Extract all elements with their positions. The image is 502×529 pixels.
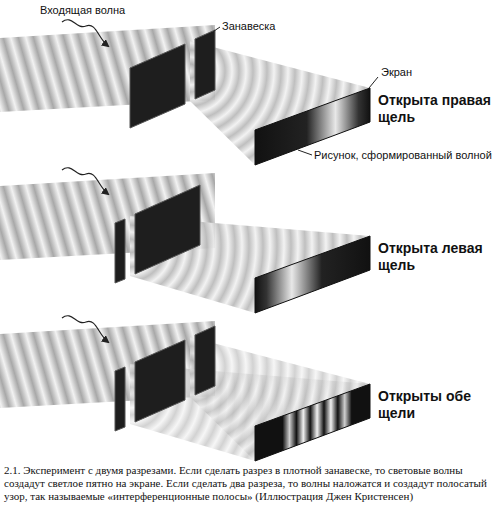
curtain-block bbox=[195, 30, 215, 99]
curtain-block bbox=[135, 340, 185, 422]
curtain-block bbox=[115, 219, 125, 283]
leader-line bbox=[214, 27, 220, 31]
light-cone bbox=[190, 41, 370, 165]
light-cone bbox=[190, 337, 370, 461]
leader-line bbox=[369, 77, 378, 88]
figure-caption: 2.1. Эксперимент с двумя разрезами. Если… bbox=[4, 464, 498, 503]
curtain-block bbox=[135, 185, 200, 274]
screen-label: Экран bbox=[381, 66, 412, 79]
leader-line bbox=[298, 150, 312, 155]
screen-fringes bbox=[255, 384, 370, 461]
wave-arrow bbox=[62, 168, 108, 194]
curtain-block bbox=[195, 326, 215, 395]
screen bbox=[255, 236, 370, 313]
wave-arrow bbox=[62, 316, 108, 342]
wave-label: Входящая волна bbox=[40, 4, 125, 17]
panel-title: Открыта левая щель bbox=[378, 240, 498, 274]
panel-title: Открыты обе щели bbox=[378, 388, 498, 422]
panel-right-slit bbox=[0, 20, 378, 165]
curtain-block bbox=[130, 44, 185, 128]
pattern-label: Рисунок, сформированный волной bbox=[314, 149, 498, 162]
wave-arrow bbox=[62, 20, 108, 46]
panel-title: Открыта правая щель bbox=[378, 92, 498, 126]
panel-both-slits bbox=[0, 316, 370, 461]
curtain-block bbox=[115, 367, 125, 431]
panel-left-slit bbox=[0, 168, 370, 313]
curtain-label: Занавеска bbox=[222, 20, 275, 33]
